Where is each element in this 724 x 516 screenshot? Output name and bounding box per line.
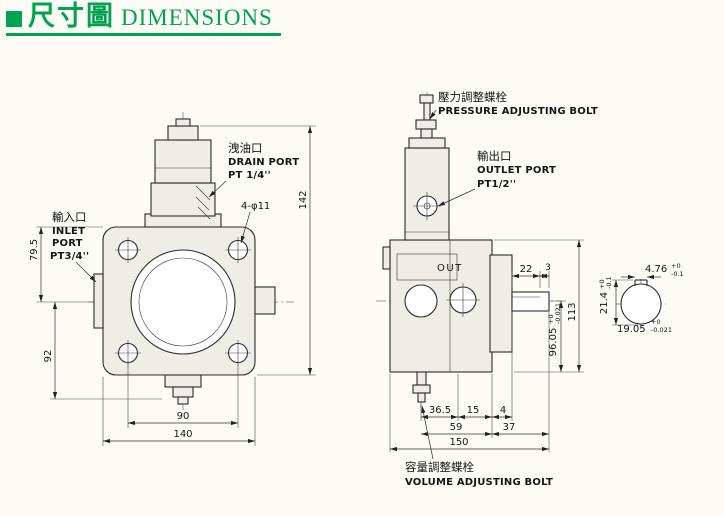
pressure-bolt-label-en: PRESSURE ADJUSTING BOLT — [438, 106, 598, 117]
dim-36-5-text: 36.5 — [429, 405, 451, 416]
page-title-english: DIMENSIONS — [121, 5, 273, 30]
front-dim-79-5: 79.5 — [29, 226, 103, 303]
dim-key-tol-minus: -0.1 — [671, 270, 684, 278]
dim-4-text: 4 — [500, 405, 506, 416]
dim-dia-tol-plus: +0 — [651, 318, 661, 326]
out-port-label: OUT — [437, 263, 463, 274]
outlet-port-callout: 輸出口 OUTLET PORT PT1/2'' — [437, 149, 556, 207]
shaft-keyway — [634, 279, 648, 286]
detail-dim-height: 21.4 +0 -0.1 — [598, 276, 638, 326]
dim-113-text: 113 — [567, 302, 578, 321]
dim-92-text: 92 — [43, 350, 54, 363]
inlet-port-label-en2: PORT — [52, 238, 83, 249]
dim-height-tol-plus: +0 — [598, 279, 606, 289]
side-head-tower — [404, 137, 450, 241]
front-right-boss — [254, 286, 276, 315]
outlet-port-label-cn: 輸出口 — [477, 149, 512, 163]
pressure-bolt-label-cn: 壓力調整蝶栓 — [438, 90, 507, 104]
shaft-section-circle — [620, 283, 662, 325]
page-header: 尺寸圖 DIMENSIONS — [6, 1, 281, 37]
front-bore-inner — [138, 257, 228, 347]
dim-22-text: 22 — [520, 264, 533, 275]
front-bore-outer — [130, 249, 236, 355]
dim-150-text: 150 — [449, 437, 468, 448]
side-dim-96: 96.05 +0 -0.021 — [547, 300, 566, 372]
drain-port-label-cn: 洩油口 — [228, 141, 263, 155]
side-rear-cover — [489, 254, 513, 353]
shaft-detail: 4.76 +0 -0.1 21.4 +0 -0.1 19.05 +0 -0.02… — [598, 262, 684, 335]
front-dim-90: 90 — [127, 364, 239, 428]
dim-59-text: 59 — [450, 422, 463, 433]
drain-port-label-en: DRAIN PORT — [228, 157, 299, 168]
front-dim-92: 92 — [43, 302, 162, 400]
dim-142-text: 142 — [298, 190, 309, 209]
dim-dia-tol-minus: -0.021 — [651, 326, 672, 334]
bolt-holes-callout: 4-φ11 — [240, 201, 270, 244]
front-dim-140: 140 — [102, 377, 256, 446]
detail-dim-dia: 19.05 +0 -0.021 — [617, 318, 672, 335]
volume-bolt-callout: 容量調整蝶栓 VOLUME ADJUSTING BOLT — [405, 405, 553, 488]
side-left-tab — [382, 246, 391, 270]
volume-bolt-label-cn: 容量調整蝶栓 — [405, 460, 474, 474]
bolt-holes-label: 4-φ11 — [241, 201, 270, 212]
dim-key-value: 4.76 — [645, 264, 667, 275]
front-inlet-boss — [93, 273, 104, 329]
dim-90-text: 90 — [177, 411, 190, 422]
front-view: 142 79.5 92 90 — [29, 112, 316, 446]
front-bolt-holes — [115, 237, 251, 366]
dim-96-value: 96.05 — [548, 328, 559, 357]
detail-dim-key: 4.76 +0 -0.1 — [621, 262, 684, 280]
dim-height-tol-minus: -0.1 — [605, 276, 613, 289]
side-shaft — [511, 291, 550, 312]
volume-bolt-label-en: VOLUME ADJUSTING BOLT — [405, 477, 553, 488]
dim-140-text: 140 — [173, 429, 192, 440]
dim-79-5-text: 79.5 — [29, 239, 40, 261]
pressure-adjusting-bolt — [415, 94, 437, 139]
dim-height-value: 21.4 — [599, 292, 610, 314]
dim-96-tol-minus: -0.021 — [554, 303, 562, 324]
pressure-bolt-callout: 壓力調整蝶栓 PRESSURE ADJUSTING BOLT — [429, 90, 598, 120]
inlet-port-size: PT3/4'' — [50, 251, 89, 262]
drain-port-callout: 洩油口 DRAIN PORT PT 1/4'' — [208, 141, 299, 198]
page-title-chinese: 尺寸圖 — [28, 1, 115, 32]
dim-3-text: 3 — [545, 263, 551, 273]
outlet-port-size: PT1/2'' — [477, 179, 516, 190]
side-port-circle-left — [404, 284, 438, 318]
side-view: OUT 22 3 96.05 +0 -0.021 — [376, 90, 598, 488]
side-dim-22-3: 22 3 — [511, 263, 551, 288]
pump-front-body — [93, 118, 276, 405]
inlet-port-label-en1: INLET — [52, 226, 85, 237]
front-dim-142: 142 — [200, 125, 316, 376]
dim-37-text: 37 — [503, 422, 516, 433]
front-head-tower — [144, 118, 222, 228]
inlet-port-label-cn: 輸入口 — [52, 210, 87, 224]
dim-dia-value: 19.05 — [617, 324, 646, 335]
inlet-port-callout: 輸入口 INLET PORT PT3/4'' — [50, 210, 97, 283]
dim-15-text: 15 — [467, 405, 480, 416]
dim-96-tol-plus: +0 — [547, 314, 555, 324]
dim-key-tol-plus: +0 — [671, 262, 681, 270]
drain-port-size: PT 1/4'' — [228, 170, 271, 181]
side-bottom-dims: 36.5 15 4 59 37 150 — [389, 312, 550, 452]
outlet-port-label-en: OUTLET PORT — [477, 165, 556, 176]
bullet-square-icon — [6, 10, 22, 27]
pump-side-body: OUT — [382, 94, 550, 403]
volume-adjusting-bolt — [412, 371, 431, 403]
front-bottom-fitting — [164, 374, 202, 405]
